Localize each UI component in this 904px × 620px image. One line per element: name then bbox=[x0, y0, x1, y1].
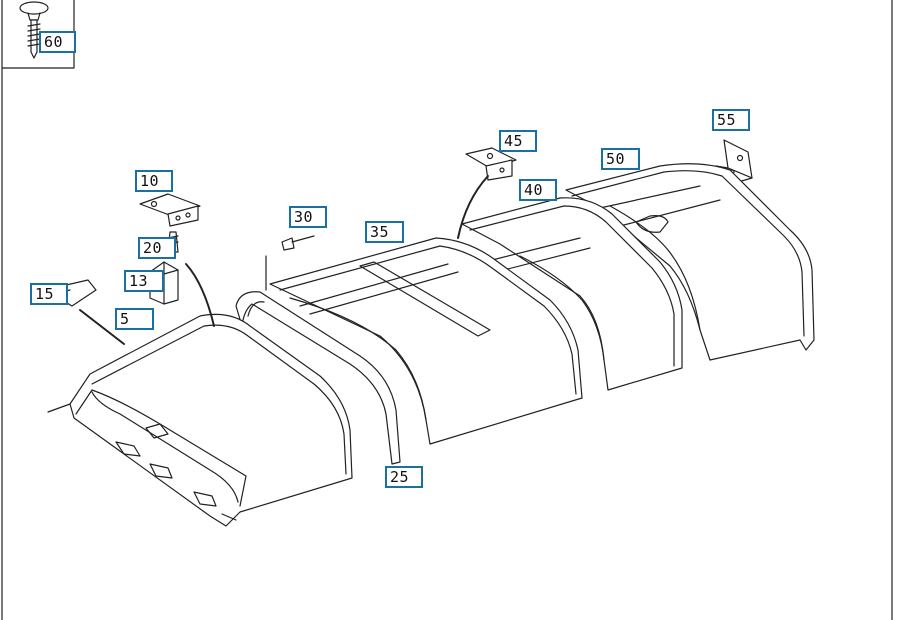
leader-20 bbox=[185, 263, 215, 327]
roof-panel-40 bbox=[461, 197, 683, 391]
pin-part-30 bbox=[281, 235, 315, 251]
leader-45 bbox=[457, 175, 489, 239]
callout-40[interactable]: 40 bbox=[519, 179, 557, 201]
edge-trim-part-25 bbox=[235, 291, 401, 465]
roof-panel-50 bbox=[565, 163, 815, 361]
roof-panel-5 bbox=[47, 313, 353, 527]
callout-50[interactable]: 50 bbox=[601, 148, 640, 170]
clip-screw-part bbox=[19, 1, 49, 59]
callout-55[interactable]: 55 bbox=[712, 109, 750, 131]
callout-30[interactable]: 30 bbox=[289, 206, 327, 228]
bracket-part-10 bbox=[139, 193, 201, 227]
callout-20[interactable]: 20 bbox=[138, 237, 176, 259]
callout-35[interactable]: 35 bbox=[365, 221, 404, 243]
callout-25[interactable]: 25 bbox=[385, 466, 423, 488]
callout-15[interactable]: 15 bbox=[30, 283, 68, 305]
callout-13[interactable]: 13 bbox=[124, 270, 164, 292]
callout-10[interactable]: 10 bbox=[135, 170, 173, 192]
roof-panel-35 bbox=[269, 237, 583, 445]
clip-bracket-part-45 bbox=[465, 147, 517, 181]
leader-15 bbox=[79, 309, 125, 345]
callout-5[interactable]: 5 bbox=[115, 308, 154, 330]
callout-60[interactable]: 60 bbox=[39, 31, 76, 53]
callout-45[interactable]: 45 bbox=[499, 130, 537, 152]
inset-box-border bbox=[1, 0, 75, 69]
